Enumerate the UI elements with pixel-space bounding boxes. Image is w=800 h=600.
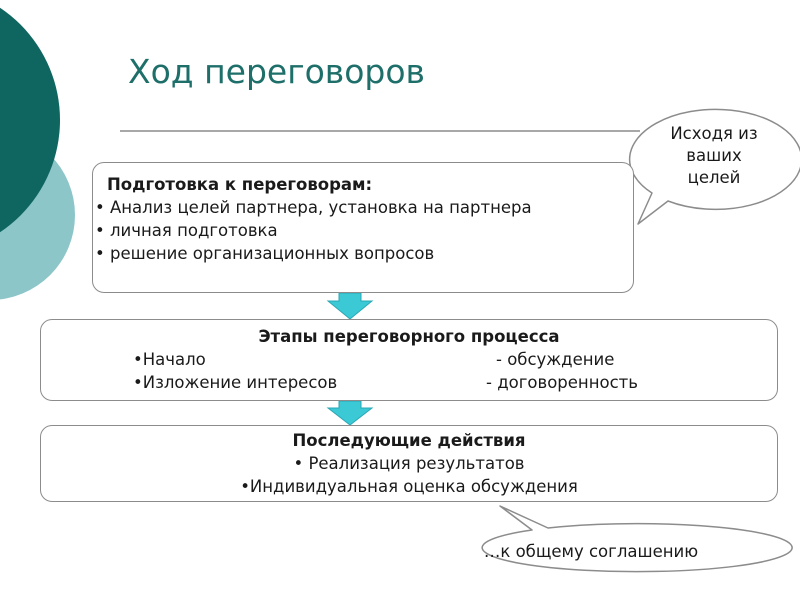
callout-goals-bubble [628,108,800,225]
callout-goals-text: Исходя из ваших целей [632,123,796,189]
stages-heading: Этапы переговорного процесса [258,327,560,346]
followup-box: Последующие действия • Реализация резуль… [40,425,778,502]
callout-goals-line: ваших [686,146,742,165]
down-arrow-1 [326,292,374,320]
stages-row: •Изложение интересов - договоренность [41,371,777,394]
stages-box: Этапы переговорного процесса •Начало - о… [40,319,778,401]
callout-agreement-bubble [481,505,793,573]
stage-start: •Начало [133,350,206,369]
followup-item: • Реализация результатов [293,454,525,473]
stage-agreement: - договоренность [486,373,638,392]
page-title: Ход переговоров [128,52,425,91]
preparation-item: • решение организационных вопросов [95,244,435,263]
followup-heading: Последующие действия [292,431,526,450]
preparation-item: • личная подготовка [95,221,278,240]
preparation-heading: Подготовка к переговорам: [107,175,373,194]
preparation-box: Подготовка к переговорам: • Анализ целей… [92,162,634,293]
down-arrow-2 [326,400,374,426]
callout-goals-line: Исходя из [670,124,758,143]
followup-item: •Индивидуальная оценка обсуждения [240,477,578,496]
stages-row: •Начало - обсуждение [41,348,777,371]
callout-agreement-text: …к общему соглашению [483,542,699,561]
callout-goals-line: целей [687,168,741,187]
preparation-item: • Анализ целей партнера, установка на па… [95,198,532,217]
stage-discussion: - обсуждение [496,350,615,369]
stage-interests: •Изложение интересов [133,373,338,392]
dark-teal-circle [0,7,60,233]
